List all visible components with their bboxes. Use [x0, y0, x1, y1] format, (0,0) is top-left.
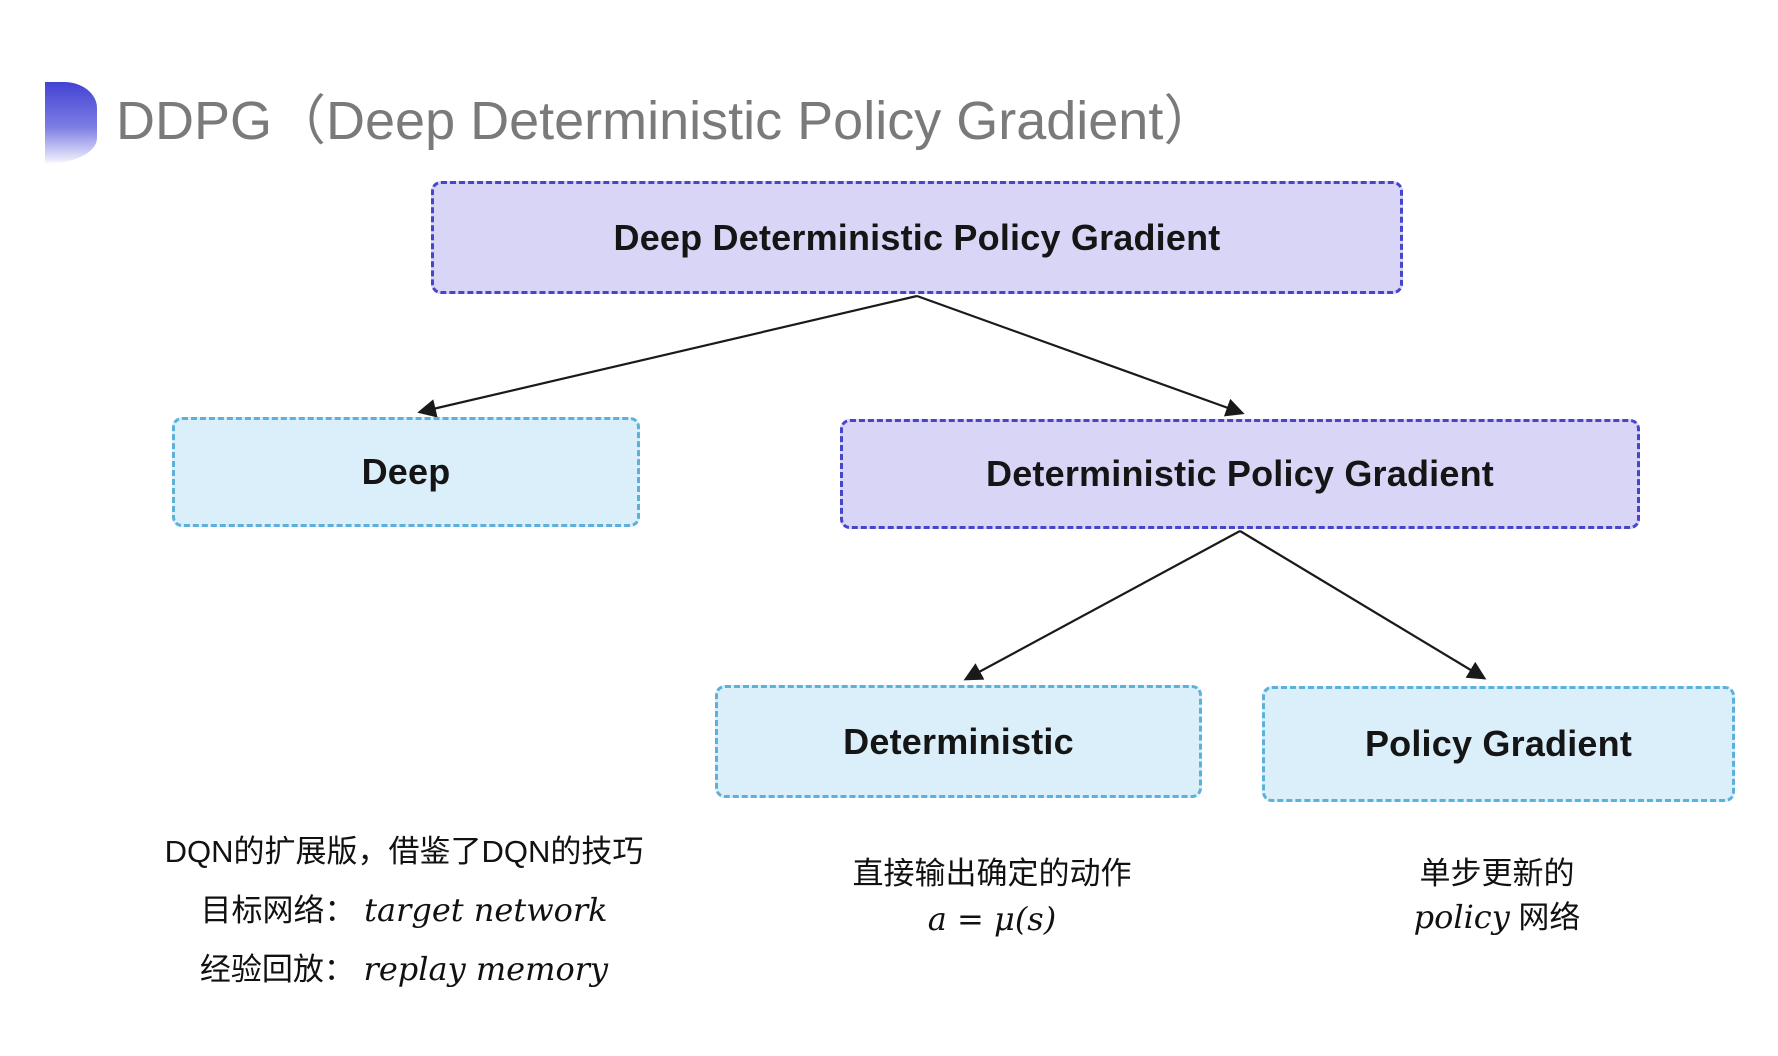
note-deep-line2: 目标网络： target network: [114, 894, 694, 926]
arrow-dpg-to-deterministic: [963, 530, 1241, 681]
node-root: Deep Deterministic Policy Gradient: [431, 181, 1403, 294]
note-deep-line1: DQN的扩展版，借鉴了DQN的技巧: [164, 834, 644, 869]
node-root-label: Deep Deterministic Policy Gradient: [613, 216, 1221, 258]
note-deterministic-line1: 直接输出确定的动作: [852, 856, 1132, 891]
note-deep-line3-value: replay memory: [363, 950, 609, 988]
node-policy-gradient: Policy Gradient: [1262, 686, 1735, 802]
node-deterministic: Deterministic: [715, 685, 1202, 798]
arrow-root-to-deep: [417, 294, 918, 418]
note-policy-gradient-line2-rest: 网络: [1509, 900, 1581, 935]
title-semicircle-icon: [45, 82, 97, 164]
node-dpg-label: Deterministic Policy Gradient: [986, 453, 1494, 494]
node-deterministic-policy-gradient: Deterministic Policy Gradient: [840, 419, 1640, 529]
node-deep-label: Deep: [361, 451, 451, 492]
node-deep: Deep: [172, 417, 640, 527]
page-title: DDPG（Deep Deterministic Policy Gradient）: [116, 91, 1218, 151]
note-deep-line2-label: 目标网络：: [200, 893, 356, 928]
node-deterministic-label: Deterministic: [843, 720, 1074, 762]
note-policy-gradient-line1: 单步更新的: [1419, 856, 1575, 891]
note-policy-gradient-line2-italic: policy: [1413, 898, 1510, 936]
note-policy-gradient-line2: policy 网络: [1297, 901, 1697, 933]
note-deterministic: 直接输出确定的动作 a = μ(s): [792, 858, 1192, 935]
note-deep-line2-value: target network: [364, 891, 608, 929]
note-deep-line3-label: 经验回放：: [199, 952, 355, 987]
note-deep-line3: 经验回放： replay memory: [114, 953, 694, 985]
arrow-dpg-to-policy-gradient: [1239, 530, 1487, 680]
note-deep: DQN的扩展版，借鉴了DQN的技巧 目标网络： target network 经…: [114, 836, 694, 985]
arrow-root-to-dpg: [916, 294, 1245, 417]
note-deterministic-formula: a = μ(s): [927, 900, 1057, 938]
note-policy-gradient: 单步更新的 policy 网络: [1297, 858, 1697, 933]
node-policy-gradient-label: Policy Gradient: [1364, 723, 1633, 764]
